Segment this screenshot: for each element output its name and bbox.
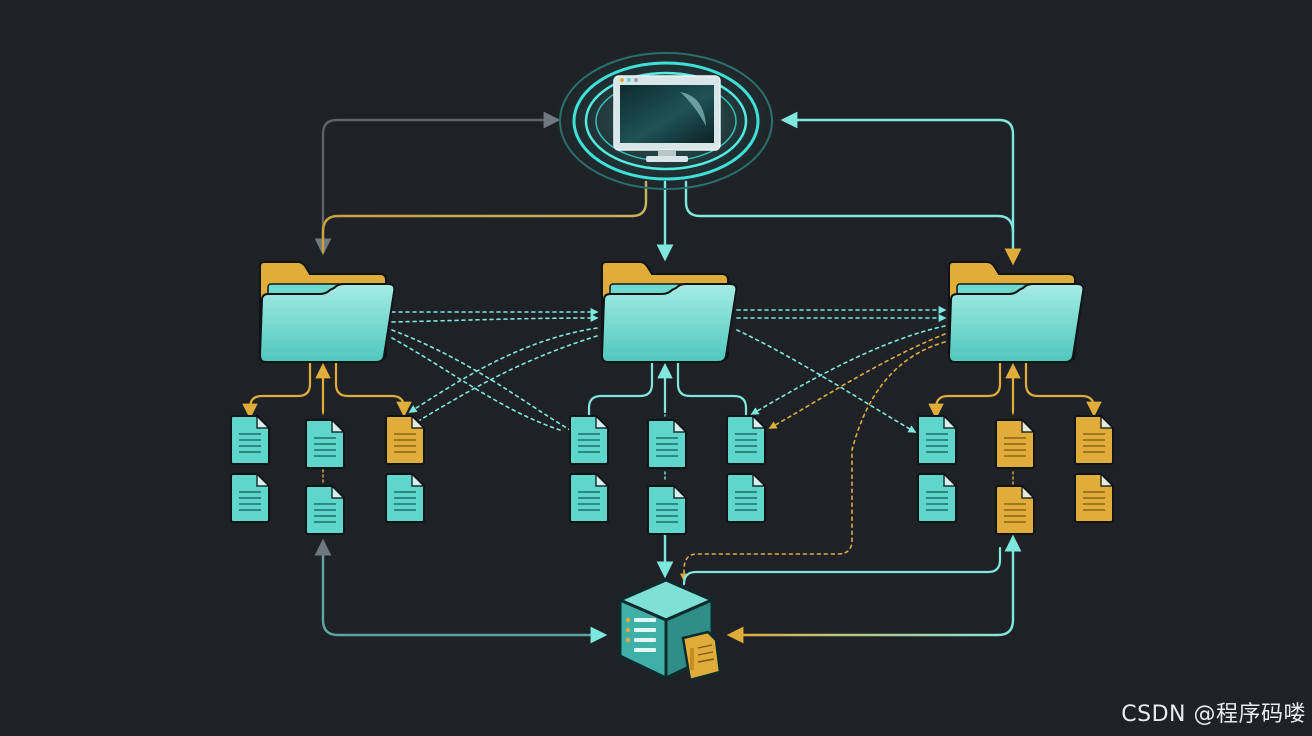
computer-to-left-folder-arrow [321, 180, 648, 254]
file-icon [569, 414, 610, 465]
computer-to-right-folder-arrow [684, 180, 1022, 266]
folder-icon [947, 261, 1085, 363]
file-icon [726, 414, 767, 465]
storage-node [616, 578, 722, 682]
file-icon [385, 472, 426, 523]
file-icon [230, 414, 271, 465]
gray-loop-arrow [314, 111, 561, 256]
watermark: CSDN @程序码喽 [1121, 702, 1306, 727]
file-icon [305, 484, 346, 535]
dashed-cross-links [391, 306, 947, 582]
file-icon [385, 414, 426, 465]
storage-file-icon [681, 630, 722, 682]
folder-icon [258, 261, 396, 363]
folders-layer [258, 261, 1085, 363]
left-folder-file-links [242, 360, 608, 644]
computer-monitor-icon [613, 75, 721, 162]
file-icon [1074, 472, 1115, 523]
file-icon [995, 484, 1036, 535]
file-icon [230, 472, 271, 523]
file-icon [995, 418, 1036, 469]
file-icon [305, 418, 346, 469]
central-computer-node [554, 49, 778, 193]
right-loop-arrow [780, 111, 1015, 234]
file-icon [647, 484, 688, 535]
file-icon [647, 418, 688, 469]
connectors [242, 111, 1102, 644]
right-folder-file-links [682, 360, 1102, 644]
middle-folder-file-links [587, 360, 748, 579]
server-cube-icon [616, 578, 722, 682]
file-icon [1074, 414, 1115, 465]
file-icon [917, 472, 958, 523]
file-icon [917, 414, 958, 465]
folder-icon [600, 261, 738, 363]
file-icon [569, 472, 610, 523]
file-icon [726, 472, 767, 523]
files-layer [230, 414, 1115, 535]
